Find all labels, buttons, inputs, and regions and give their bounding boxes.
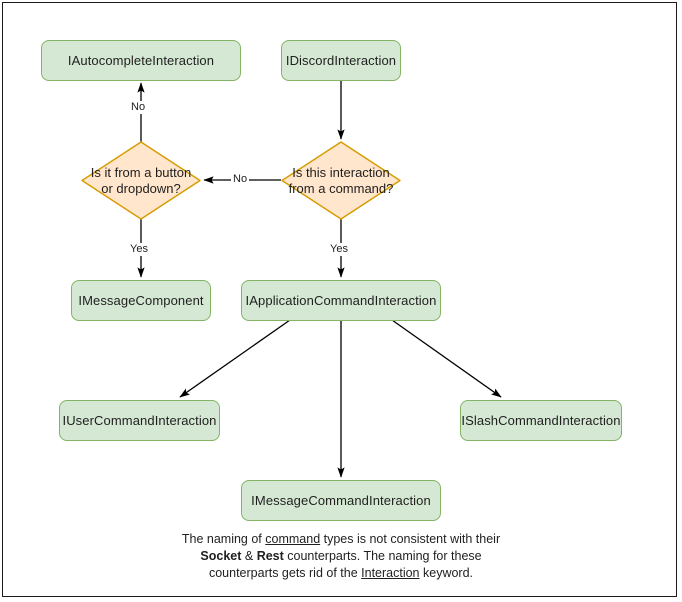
node-user-command-interaction[interactable]: IUserCommandInteraction bbox=[59, 400, 220, 441]
caption-text: counterparts. The naming for these bbox=[283, 549, 482, 563]
node-label: IMessageComponent bbox=[78, 293, 204, 308]
caption-underline-interaction: Interaction bbox=[361, 566, 420, 580]
caption-line-3: counterparts gets rid of the Interaction… bbox=[120, 565, 562, 582]
node-label: Is this interaction from a command? bbox=[288, 164, 394, 196]
edge-applicationcommand-to-usercommand bbox=[179, 319, 291, 398]
node-label: Is it from a button or dropdown? bbox=[90, 164, 192, 196]
node-message-component[interactable]: IMessageComponent bbox=[71, 280, 211, 321]
caption-line-2: Socket & Rest counterparts. The naming f… bbox=[120, 548, 562, 565]
node-label: IUserCommandInteraction bbox=[62, 413, 217, 428]
caption-line-1: The naming of command types is not consi… bbox=[120, 531, 562, 548]
node-application-command-interaction[interactable]: IApplicationCommandInteraction bbox=[241, 280, 441, 321]
node-decision-button-or-dropdown[interactable]: Is it from a button or dropdown? bbox=[81, 141, 201, 220]
node-autocomplete-interaction[interactable]: IAutocompleteInteraction bbox=[41, 40, 241, 81]
node-label: IAutocompleteInteraction bbox=[67, 53, 215, 68]
diagram-caption: The naming of command types is not consi… bbox=[120, 531, 562, 582]
caption-text: & bbox=[241, 549, 257, 563]
edge-label-no-up: No bbox=[129, 101, 148, 114]
caption-text: types is not consistent with their bbox=[320, 532, 501, 546]
diamond-shape bbox=[281, 141, 401, 220]
node-discord-interaction[interactable]: IDiscordInteraction bbox=[281, 40, 401, 81]
node-label: IMessageCommandInteraction bbox=[251, 493, 431, 508]
caption-text: The naming of bbox=[181, 532, 266, 546]
caption-bold-socket: Socket bbox=[200, 549, 242, 563]
node-slash-command-interaction[interactable]: ISlashCommandInteraction bbox=[460, 400, 622, 441]
node-message-command-interaction[interactable]: IMessageCommandInteraction bbox=[241, 480, 441, 521]
node-label: IDiscordInteraction bbox=[285, 53, 397, 68]
node-label: IApplicationCommandInteraction bbox=[245, 293, 437, 308]
caption-text: keyword. bbox=[419, 566, 474, 580]
node-label: ISlashCommandInteraction bbox=[461, 413, 621, 428]
node-decision-interaction-from-command[interactable]: Is this interaction from a command? bbox=[281, 141, 401, 220]
edge-label-no-left: No bbox=[231, 173, 250, 186]
caption-bold-rest: Rest bbox=[256, 549, 284, 563]
caption-text: counterparts gets rid of the bbox=[208, 566, 362, 580]
edge-label-yes-right: Yes bbox=[328, 243, 350, 256]
edge-label-yes-left: Yes bbox=[128, 243, 150, 256]
caption-underline-command: command bbox=[265, 532, 321, 546]
diamond-shape bbox=[81, 141, 201, 220]
edge-applicationcommand-to-slashcommand bbox=[391, 319, 502, 398]
